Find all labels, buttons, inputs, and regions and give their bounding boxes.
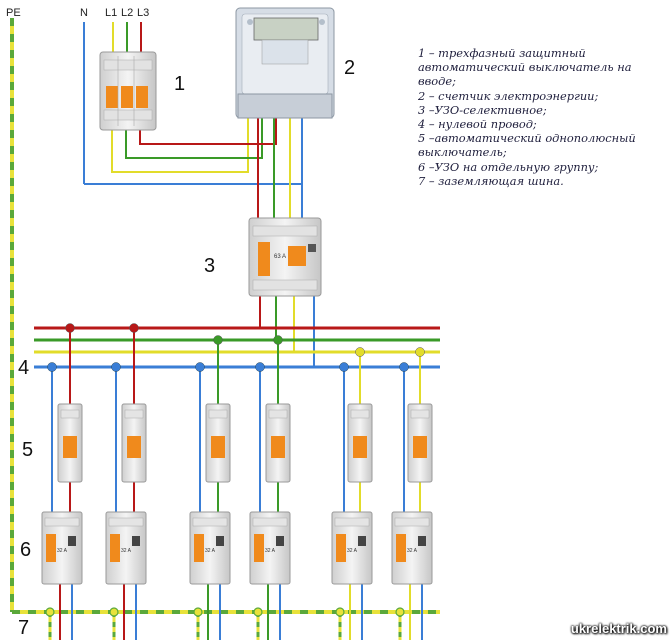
branch-groups: 32 A 32 A 32 A 32 A 32 A 32 A (41, 323, 433, 640)
label-4: 4 (18, 357, 29, 379)
group-rcd (249, 511, 291, 585)
label-3: 3 (204, 255, 215, 277)
main-breaker (99, 51, 157, 131)
phase-junction-dot (273, 335, 283, 345)
rcd-toggle (46, 534, 56, 562)
pe-junction-dot (253, 607, 263, 617)
breaker-terminal (124, 409, 144, 419)
rcd-toggle (336, 534, 346, 562)
neutral-junction-dot (47, 362, 57, 372)
group-rcd (189, 511, 231, 585)
legend-item-5: 5 –автоматический однополюсный выключате… (418, 131, 636, 160)
rcd-rating: 32 A (347, 548, 358, 554)
rcd-terminal (334, 517, 370, 527)
phase-junction-dot (129, 323, 139, 333)
group-rcd (105, 511, 147, 585)
breaker-toggle (271, 436, 285, 458)
neutral-junction-dot (255, 362, 265, 372)
rcd-rating: 32 A (205, 548, 216, 554)
l1-label: L1 (105, 7, 117, 19)
legend-item-7: 7 – заземляющая шина. (418, 173, 564, 188)
phase-junction-dot (415, 347, 425, 357)
breaker-terminal (350, 409, 370, 419)
group-rcd (331, 511, 373, 585)
rcd-terminal (192, 517, 228, 527)
n-label: N (80, 7, 88, 19)
rcd-terminal (108, 517, 144, 527)
label-5: 5 (22, 439, 33, 461)
phase-junction-dot (65, 323, 75, 333)
neutral-junction-dot (399, 362, 409, 372)
breaker-toggle (127, 436, 141, 458)
rcd-toggle (396, 534, 406, 562)
l2-label: L2 (121, 7, 133, 19)
main-rcd: 63 A (248, 217, 322, 297)
legend-item-1: 1 – трехфазный защитный автоматический в… (418, 46, 632, 89)
pe-label: PE (6, 7, 21, 19)
pe-junction-dot (109, 607, 119, 617)
legend-item-4: 4 – нулевой провод; (418, 117, 537, 132)
input-wires (83, 22, 315, 367)
label-2: 2 (344, 57, 355, 79)
label-6: 6 (20, 539, 31, 561)
breaker-terminal (410, 409, 430, 419)
breaker-toggle (413, 436, 427, 458)
pe-junction-dot (45, 607, 55, 617)
rcd-toggle (254, 534, 264, 562)
rcd-test-button (68, 536, 76, 546)
rcd-toggle (194, 534, 204, 562)
main-rcd-rating: 63 A (274, 254, 286, 260)
group-rcd (41, 511, 83, 585)
watermark: ukrelektrik.com (570, 621, 667, 636)
label-7: 7 (18, 617, 29, 639)
neutral-junction-dot (111, 362, 121, 372)
legend-item-6: 6 –УЗО на отдельную группу; (418, 159, 599, 174)
busbars (12, 326, 440, 614)
rcd-rating: 32 A (407, 548, 418, 554)
breaker-toggle (211, 436, 225, 458)
phase-junction-dot (213, 335, 223, 345)
rcd-terminal (394, 517, 430, 527)
rcd-rating: 32 A (265, 548, 276, 554)
breaker-terminal (208, 409, 228, 419)
breaker-toggle (353, 436, 367, 458)
pe-junction-dot (335, 607, 345, 617)
neutral-junction-dot (339, 362, 349, 372)
breaker-toggle (63, 436, 77, 458)
energy-meter (235, 7, 335, 119)
breaker-terminal (60, 409, 80, 419)
legend-item-3: 3 –УЗО-селективное; (418, 102, 547, 117)
rcd-test-button (358, 536, 366, 546)
rcd-rating: 32 A (121, 548, 132, 554)
phase-junction-dot (355, 347, 365, 357)
rcd-terminal (252, 517, 288, 527)
neutral-junction-dot (195, 362, 205, 372)
legend-item-2: 2 – счетчик электроэнергии; (418, 88, 599, 103)
breaker-terminal (268, 409, 288, 419)
rcd-toggle (110, 534, 120, 562)
rcd-test-button (418, 536, 426, 546)
pe-junction-dot (395, 607, 405, 617)
label-1: 1 (174, 73, 185, 95)
rcd-test-button (276, 536, 284, 546)
group-rcd (391, 511, 433, 585)
rcd-test-button (132, 536, 140, 546)
legend: 1 – трехфазный защитный автоматический в… (418, 46, 668, 188)
rcd-rating: 32 A (57, 548, 68, 554)
pe-junction-dot (193, 607, 203, 617)
rcd-test-button (216, 536, 224, 546)
rcd-terminal (44, 517, 80, 527)
l3-label: L3 (137, 7, 149, 19)
